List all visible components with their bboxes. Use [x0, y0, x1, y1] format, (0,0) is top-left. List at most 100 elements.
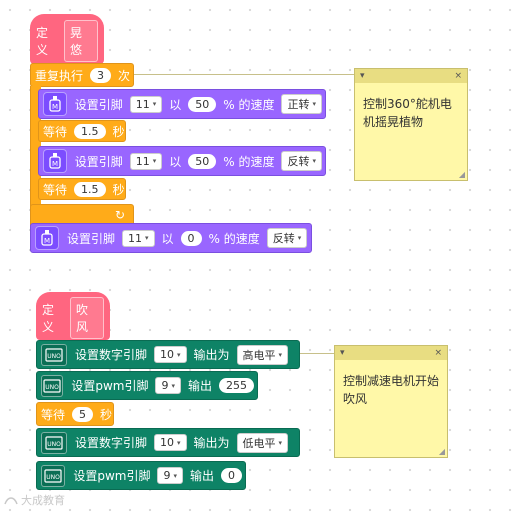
procedure-name: 晃悠 [64, 20, 98, 62]
arduino-uno-icon: UNO [41, 374, 64, 397]
speed-input[interactable]: 50 [188, 153, 217, 169]
watermark-logo-icon [4, 497, 18, 505]
pwm-mid: 输出 [187, 379, 212, 393]
direction-dropdown[interactable]: 反转▾ [266, 228, 308, 248]
servo-prefix: 设置引脚 [74, 154, 123, 169]
pin-value: 11 [128, 231, 143, 245]
servo-suffix: % 的速度 [223, 154, 275, 169]
direction-value: 反转 [272, 232, 295, 245]
servo-block[interactable]: M 设置引脚 11▾ 以 50 % 的速度 正转▾ [38, 89, 326, 119]
svg-text:M: M [44, 237, 50, 245]
wait-label: 等待 [43, 124, 68, 139]
level-dropdown[interactable]: 低电平▾ [236, 432, 289, 453]
define-hat-block[interactable]: 定义 晃悠 [30, 14, 104, 64]
pwm-prefix: 设置pwm引脚 [71, 379, 149, 393]
wait-seconds[interactable]: 5 [72, 406, 94, 422]
arduino-uno-icon: UNO [41, 464, 66, 487]
wait-block[interactable]: 等待 5 秒 [36, 402, 114, 426]
digital-write-block[interactable]: UNO 设置数字引脚 10▾ 输出为 低电平▾ [36, 428, 300, 457]
collapse-icon[interactable]: ▾ [340, 348, 345, 358]
level-value: 高电平 [242, 348, 276, 362]
arduino-uno-icon: UNO [41, 431, 67, 454]
servo-mid: 以 [169, 97, 182, 112]
comment-note[interactable]: ▾ × 控制减速电机开始吹风 ◢ [334, 345, 448, 458]
direction-value: 反转 [287, 155, 310, 168]
define-hat-block[interactable]: 定义 吹风 [36, 292, 110, 340]
chevron-down-icon: ▾ [145, 234, 149, 242]
repeat-unit: 次 [118, 68, 131, 83]
pin-dropdown[interactable]: 11▾ [122, 229, 155, 247]
comment-text[interactable]: 控制减速电机开始吹风 [343, 374, 440, 406]
chevron-down-icon: ▾ [177, 438, 181, 447]
pwm-write-block[interactable]: UNO 设置pwm引脚 9▾ 输出 255 [36, 371, 258, 400]
chevron-down-icon: ▾ [177, 350, 181, 359]
speed-input[interactable]: 0 [180, 230, 202, 246]
define-label: 定义 [36, 26, 49, 57]
wait-label: 等待 [43, 182, 68, 197]
direction-dropdown[interactable]: 正转▾ [281, 94, 322, 114]
close-icon[interactable]: × [454, 71, 462, 81]
digital-write-block[interactable]: UNO 设置数字引脚 10▾ 输出为 高电平▾ [36, 340, 300, 369]
comment-text[interactable]: 控制360°舵机电机摇晃植物 [363, 97, 452, 129]
level-dropdown[interactable]: 高电平▾ [236, 344, 289, 365]
close-icon[interactable]: × [434, 348, 442, 358]
wait-seconds[interactable]: 1.5 [74, 181, 106, 197]
collapse-icon[interactable]: ▾ [360, 71, 365, 81]
digital-prefix: 设置数字引脚 [75, 348, 148, 362]
svg-text:UNO: UNO [47, 353, 61, 360]
wait-seconds[interactable]: 1.5 [74, 123, 106, 139]
repeat-count[interactable]: 3 [90, 67, 112, 83]
svg-text:UNO: UNO [46, 474, 60, 481]
wait-label: 等待 [41, 407, 66, 422]
pin-dropdown[interactable]: 10▾ [154, 434, 187, 451]
resize-handle-icon[interactable]: ◢ [438, 447, 445, 456]
repeat-block[interactable]: 重复执行 3 次 [30, 63, 134, 87]
direction-value: 正转 [287, 98, 310, 111]
servo-mid: 以 [169, 154, 182, 169]
digital-mid: 输出为 [193, 436, 230, 450]
speed-input[interactable]: 50 [188, 96, 217, 112]
comment-connector [300, 353, 336, 354]
pin-dropdown[interactable]: 9▾ [155, 377, 181, 394]
servo-mid: 以 [161, 231, 174, 246]
pwm-value-input[interactable]: 255 [219, 378, 254, 393]
servo-motor-icon: M [43, 92, 67, 116]
servo-motor-icon: M [35, 226, 59, 250]
servo-suffix: % 的速度 [208, 231, 260, 246]
chevron-down-icon: ▾ [312, 100, 316, 108]
chevron-down-icon: ▾ [278, 438, 283, 447]
chevron-down-icon: ▾ [173, 471, 177, 480]
digital-prefix: 设置数字引脚 [75, 436, 148, 450]
wait-block[interactable]: 等待 1.5 秒 [38, 178, 126, 200]
comment-note[interactable]: ▾ × 控制360°舵机电机摇晃植物 ◢ [354, 68, 468, 181]
servo-block[interactable]: M 设置引脚 11▾ 以 50 % 的速度 反转▾ [38, 146, 326, 176]
chevron-down-icon: ▾ [152, 100, 157, 108]
procedure-name: 吹风 [70, 297, 104, 339]
comment-titlebar[interactable]: ▾ × [335, 346, 447, 360]
servo-motor-icon: M [43, 149, 67, 173]
pwm-value-input[interactable]: 0 [221, 468, 242, 483]
chevron-down-icon: ▾ [278, 350, 283, 359]
pin-value: 9 [161, 379, 169, 392]
pwm-prefix: 设置pwm引脚 [73, 469, 151, 483]
wait-unit: 秒 [100, 407, 113, 422]
pwm-mid: 输出 [189, 469, 214, 483]
arduino-uno-icon: UNO [41, 343, 67, 366]
comment-titlebar[interactable]: ▾ × [355, 69, 467, 83]
chevron-down-icon: ▾ [171, 381, 175, 390]
chevron-down-icon: ▾ [152, 157, 157, 165]
digital-mid: 输出为 [193, 348, 230, 362]
pin-dropdown[interactable]: 11▾ [129, 152, 163, 170]
servo-block[interactable]: M 设置引脚 11▾ 以 0 % 的速度 反转▾ [30, 223, 312, 253]
pwm-write-block[interactable]: UNO 设置pwm引脚 9▾ 输出 0 [36, 461, 246, 490]
wait-block[interactable]: 等待 1.5 秒 [38, 120, 126, 142]
chevron-down-icon: ▾ [297, 234, 302, 242]
svg-text:UNO: UNO [47, 441, 61, 448]
watermark-text: 大成教育 [21, 494, 65, 507]
pin-dropdown[interactable]: 9▾ [157, 467, 183, 484]
direction-dropdown[interactable]: 反转▾ [281, 151, 322, 171]
pin-value: 9 [163, 469, 171, 482]
resize-handle-icon[interactable]: ◢ [458, 170, 465, 179]
pin-dropdown[interactable]: 10▾ [154, 346, 187, 363]
pin-dropdown[interactable]: 11▾ [129, 95, 163, 113]
